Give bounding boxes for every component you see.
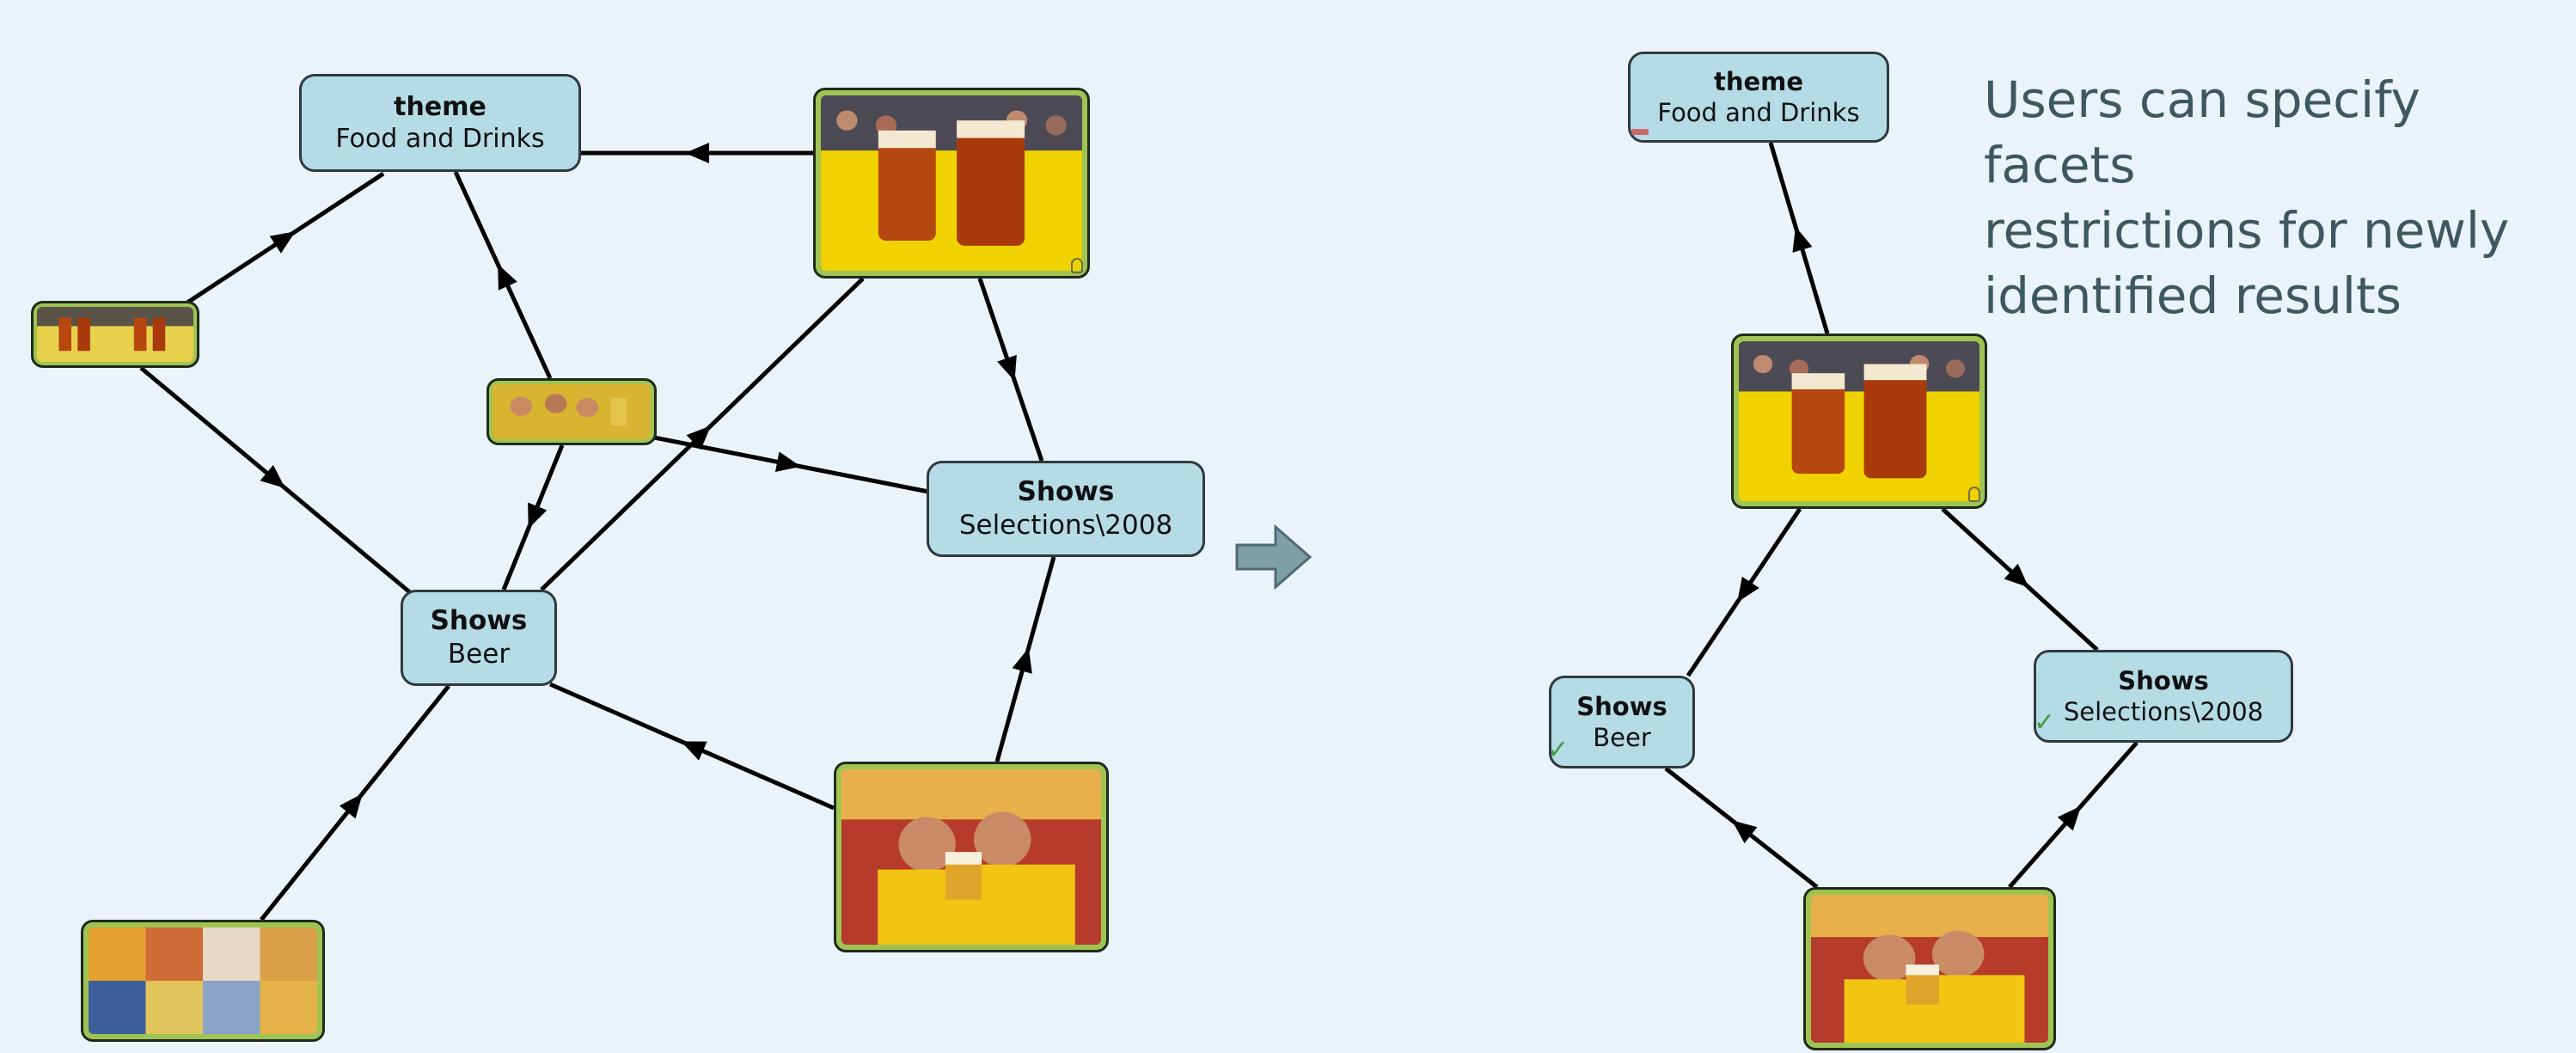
left-beer-mugs-lock-icon bbox=[1071, 258, 1083, 273]
left-beer-mugs-photo[interactable] bbox=[813, 88, 1090, 279]
left-shows-selections-node[interactable]: Shows Selections\2008 bbox=[927, 461, 1205, 557]
right-beer-mugs-photo[interactable] bbox=[1731, 334, 1987, 509]
right-shows-selections-node[interactable]: Shows Selections\2008 bbox=[2034, 650, 2293, 743]
right-edge-photo-to-selections-arrowhead bbox=[2004, 563, 2029, 588]
left-friends-photo[interactable] bbox=[834, 762, 1109, 952]
right-shows-beer-facet: Shows bbox=[1576, 691, 1667, 721]
right-edge-photo-to-beer-arrowhead bbox=[1737, 576, 1759, 603]
right-theme-facet: theme bbox=[1713, 66, 1804, 96]
left-shows-beer-node[interactable]: Shows Beer bbox=[401, 590, 557, 686]
left-edge-crowd-to-theme-arrowhead bbox=[498, 264, 517, 291]
left-edge-crowd-to-selections-arrowhead bbox=[774, 451, 801, 473]
right-theme-value: Food and Drinks bbox=[1657, 98, 1860, 127]
right-beer-mugs-lock-icon bbox=[1968, 487, 1980, 502]
left-theme-node[interactable]: theme Food and Drinks bbox=[299, 74, 581, 172]
left-collage-photo[interactable] bbox=[81, 920, 325, 1042]
left-edge-friends-to-selections-arrowhead bbox=[1012, 647, 1032, 674]
checkmark-icon[interactable]: ✓ bbox=[2034, 707, 2056, 738]
right-edge-friends-to-selections-arrowhead bbox=[2057, 805, 2082, 831]
minus-icon[interactable] bbox=[1631, 129, 1649, 135]
left-crowd-photo[interactable] bbox=[486, 378, 657, 445]
right-theme-node[interactable]: theme Food and Drinks bbox=[1628, 52, 1889, 143]
right-shows-beer-value: Beer bbox=[1593, 723, 1651, 752]
left-edge-row-to-beer-arrowhead bbox=[260, 464, 285, 488]
left-shows-selections-facet: Shows bbox=[1017, 476, 1115, 508]
checkmark-icon[interactable]: ✓ bbox=[1547, 735, 1569, 765]
left-beer-row-photo[interactable] bbox=[31, 301, 199, 368]
right-shows-selections-facet: Shows bbox=[2118, 665, 2209, 695]
right-friends-photo[interactable] bbox=[1803, 887, 2056, 1050]
left-theme-facet: theme bbox=[394, 91, 486, 122]
left-edge-friends-to-beer-arrowhead bbox=[681, 741, 707, 761]
right-shows-selections-value: Selections\2008 bbox=[2063, 697, 2264, 726]
right-shows-beer-node[interactable]: Shows Beer bbox=[1549, 676, 1695, 768]
right-arrow-icon bbox=[1235, 523, 1312, 591]
left-shows-beer-facet: Shows bbox=[430, 605, 528, 637]
left-edge-photo-to-selections-arrowhead bbox=[997, 354, 1017, 382]
left-edge-row-to-theme-arrowhead bbox=[269, 231, 296, 254]
right-edge-photo-to-theme-arrowhead bbox=[1792, 226, 1813, 253]
left-edge-crowd-to-beer-arrowhead bbox=[528, 502, 548, 529]
caption-text: Users can specify facets restrictions fo… bbox=[1984, 70, 2510, 325]
left-edge-photo-to-theme-arrowhead bbox=[685, 143, 709, 163]
left-edge-beer-to-photo-arrowhead bbox=[686, 425, 712, 450]
left-theme-value: Food and Drinks bbox=[335, 124, 545, 154]
left-edge-collage-to-beer-arrowhead bbox=[339, 793, 363, 819]
left-shows-beer-value: Beer bbox=[447, 639, 511, 670]
left-shows-selections-value: Selections\2008 bbox=[958, 510, 1173, 541]
right-edge-friends-to-beer-arrowhead bbox=[1731, 820, 1758, 844]
